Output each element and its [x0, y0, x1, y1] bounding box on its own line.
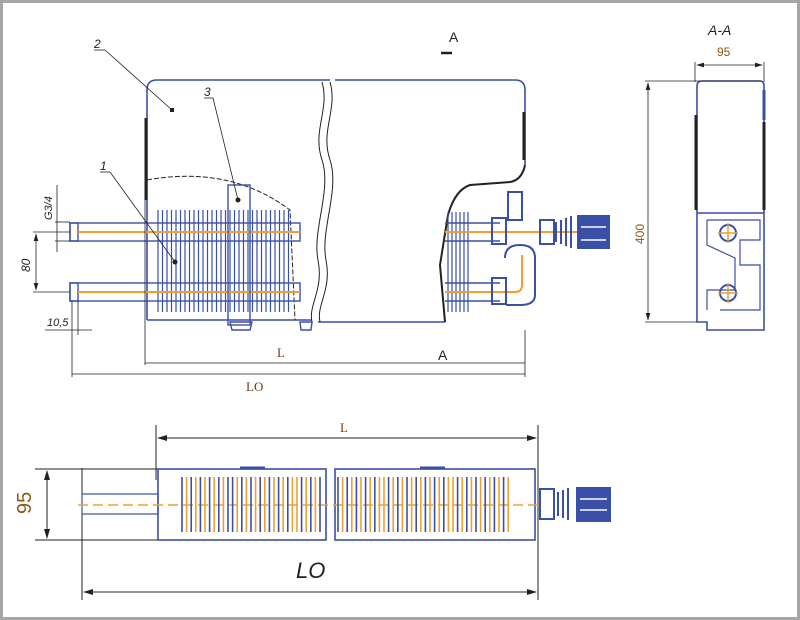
valve-head	[577, 215, 610, 249]
break-line	[318, 81, 334, 323]
top-valve	[539, 487, 611, 522]
top-overall-length-label: LO	[296, 558, 325, 583]
callout-1-label: 1	[100, 159, 107, 173]
section-bracket	[706, 219, 761, 311]
callout-2-label: 2	[93, 37, 101, 51]
section-marker: A	[449, 29, 459, 45]
top-fins	[181, 477, 510, 532]
section-height-label: 400	[633, 224, 647, 244]
fin-bracket	[227, 184, 251, 326]
top-length-label: L	[340, 420, 348, 435]
dimension-pipe-spacing: 80	[19, 231, 70, 293]
top-width-label: 95	[14, 492, 36, 514]
valve-assembly	[491, 191, 610, 306]
dimension-length-label: L	[277, 345, 285, 360]
dimension-thread-label: G3/4	[43, 196, 55, 220]
section-width-label: 95	[717, 45, 731, 59]
pipe-end-bottom	[69, 282, 79, 302]
dimension-overall-length-label: LO	[246, 379, 263, 394]
foot	[229, 321, 253, 331]
section-title: A-A	[707, 22, 731, 38]
foot	[299, 321, 313, 331]
dimension-overall-length: LO	[71, 301, 525, 394]
callout-2: 2	[93, 37, 174, 112]
dimension-offset-label: 10,5	[47, 317, 69, 329]
callout-3: 3	[204, 85, 241, 203]
dimension-thread: G3/4	[43, 185, 70, 252]
callout-3-label: 3	[204, 85, 211, 99]
pipe-axis	[445, 255, 523, 293]
section-marker-bottom: A	[438, 347, 448, 363]
break-line	[310, 81, 326, 323]
dimension-pipe-spacing-label: 80	[19, 258, 33, 272]
heat-exchanger-fins-right	[447, 212, 469, 312]
section-view: A-A 95 400	[633, 22, 766, 331]
top-view: L LO 95	[14, 420, 611, 600]
cutaway-outline	[146, 175, 296, 321]
callout-1: 1	[100, 159, 178, 265]
dimension-offset: 10,5	[45, 301, 92, 335]
front-view: 1 2 3 A A G3/4 80	[19, 29, 610, 394]
dimension-length: L	[144, 200, 526, 377]
top-pipe-stub	[81, 493, 159, 515]
cutaway-outline-right	[438, 164, 526, 323]
casing-outline-right	[318, 79, 526, 323]
pipe-end-top	[69, 222, 79, 242]
heat-exchanger-fins	[157, 210, 290, 312]
